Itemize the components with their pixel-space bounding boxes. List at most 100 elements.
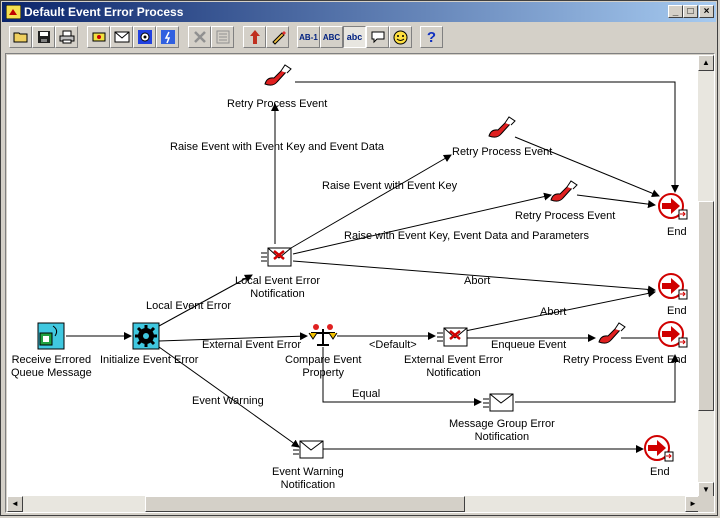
horizontal-scroll-thumb[interactable] — [145, 496, 465, 512]
retry-low-icon[interactable] — [547, 179, 579, 205]
print-button[interactable] — [55, 26, 78, 48]
new-process-button[interactable] — [87, 26, 110, 48]
transition-retry-low-end — [576, 194, 656, 209]
retry-mid-icon[interactable] — [485, 115, 517, 141]
help-button[interactable]: ? — [420, 26, 443, 48]
receive-icon[interactable] — [37, 322, 65, 350]
folder-icon — [13, 32, 27, 43]
new-function-button[interactable] — [133, 26, 156, 48]
scroll-up-button[interactable]: ▲ — [698, 55, 714, 71]
label-local-error: Local Event Error — [146, 300, 231, 312]
label-abort-local: Abort — [464, 275, 491, 287]
transition-external-error — [158, 332, 308, 342]
end2-icon[interactable] — [657, 273, 689, 301]
end2-label: End — [667, 305, 687, 317]
arrow-up-icon — [249, 30, 260, 44]
retry-low-label: Retry Process Event — [515, 210, 616, 222]
label-display-name-button[interactable]: ABC — [320, 26, 343, 48]
close-button[interactable]: × — [699, 5, 714, 18]
transition-equal — [322, 347, 482, 406]
retry-mid-label: Retry Process Event — [452, 146, 553, 158]
label-internal-name-button[interactable]: AB-1 — [297, 26, 320, 48]
transition-retry-mid-end — [514, 136, 660, 198]
printer-icon — [59, 30, 74, 44]
title-bar[interactable]: Default Event Error Process _ □ × — [2, 2, 716, 22]
label-raise-key: Raise Event with Event Key — [322, 180, 458, 192]
select-button[interactable] — [243, 26, 266, 48]
horizontal-scrollbar[interactable]: ◄ ► — [7, 496, 701, 512]
window-title: Default Event Error Process — [24, 5, 184, 19]
toolbar: AB-1 ABC abc ? — [5, 25, 715, 51]
message-group-icon[interactable] — [481, 391, 515, 415]
event-icon — [160, 30, 175, 44]
process-icon — [92, 32, 105, 42]
retry-top-icon[interactable] — [261, 63, 293, 89]
transition-raise-params — [292, 192, 552, 255]
new-event-button[interactable] — [156, 26, 179, 48]
open-button[interactable] — [9, 26, 32, 48]
warning-notification-icon[interactable] — [291, 438, 325, 462]
label-enqueue: Enqueue Event — [491, 339, 567, 351]
external-notification-icon[interactable] — [435, 325, 469, 351]
label-display-name-text: ABC — [322, 32, 341, 42]
end1-icon[interactable] — [657, 193, 689, 221]
label-default: <Default> — [369, 339, 417, 351]
restore-button[interactable]: □ — [683, 5, 698, 18]
minimize-button[interactable]: _ — [668, 5, 683, 18]
retry-external-label: Retry Process Event — [563, 354, 664, 366]
smiley-icon — [393, 30, 408, 44]
label-lowercase-text: abc — [346, 32, 363, 42]
label-raise-key-data: Raise Event with Event Key and Event Dat… — [170, 141, 385, 153]
end3-label: End — [667, 354, 687, 366]
label-equal: Equal — [352, 388, 381, 400]
smiley-button[interactable] — [389, 26, 412, 48]
delete-icon — [193, 31, 206, 43]
help-icon: ? — [426, 28, 437, 46]
comment-button[interactable] — [366, 26, 389, 48]
properties-icon — [216, 30, 229, 44]
vertical-scroll-thumb[interactable] — [698, 201, 714, 411]
delete-button[interactable] — [188, 26, 211, 48]
label-warning: Event Warning — [192, 395, 264, 407]
retry-top-label: Retry Process Event — [227, 98, 328, 110]
compare-icon[interactable] — [307, 323, 339, 349]
end4-icon[interactable] — [643, 435, 675, 463]
speech-bubble-icon — [371, 31, 384, 44]
initialize-icon[interactable] — [132, 322, 160, 350]
end3-icon[interactable] — [657, 321, 689, 349]
transition-abort-external — [464, 289, 656, 332]
transition-abort-local — [292, 260, 656, 294]
draw-transition-button[interactable] — [266, 26, 289, 48]
local-notification-icon[interactable] — [259, 245, 293, 271]
floppy-icon — [37, 31, 50, 43]
vertical-scrollbar[interactable]: ▲ ▼ — [698, 55, 714, 498]
label-internal-name-text: AB-1 — [299, 32, 318, 42]
scroll-corner — [698, 496, 714, 512]
initialize-label: Initialize Event Error — [100, 354, 199, 366]
retry-external-icon[interactable] — [595, 321, 627, 347]
envelope-icon — [114, 31, 129, 43]
end4-label: End — [650, 466, 670, 478]
transition-warning — [158, 346, 300, 448]
app-icon — [6, 5, 21, 19]
transition-message-group-end — [515, 354, 679, 403]
transition-local-error — [158, 274, 253, 327]
save-button[interactable] — [32, 26, 55, 48]
scroll-left-button[interactable]: ◄ — [7, 496, 23, 512]
new-notification-button[interactable] — [110, 26, 133, 48]
gear-icon — [137, 30, 152, 44]
label-lowercase-button[interactable]: abc — [343, 26, 366, 48]
transition-retry-top-end — [295, 81, 679, 193]
end1-label: End — [667, 226, 687, 238]
transition-raise-key — [290, 154, 452, 249]
properties-button[interactable] — [211, 26, 234, 48]
